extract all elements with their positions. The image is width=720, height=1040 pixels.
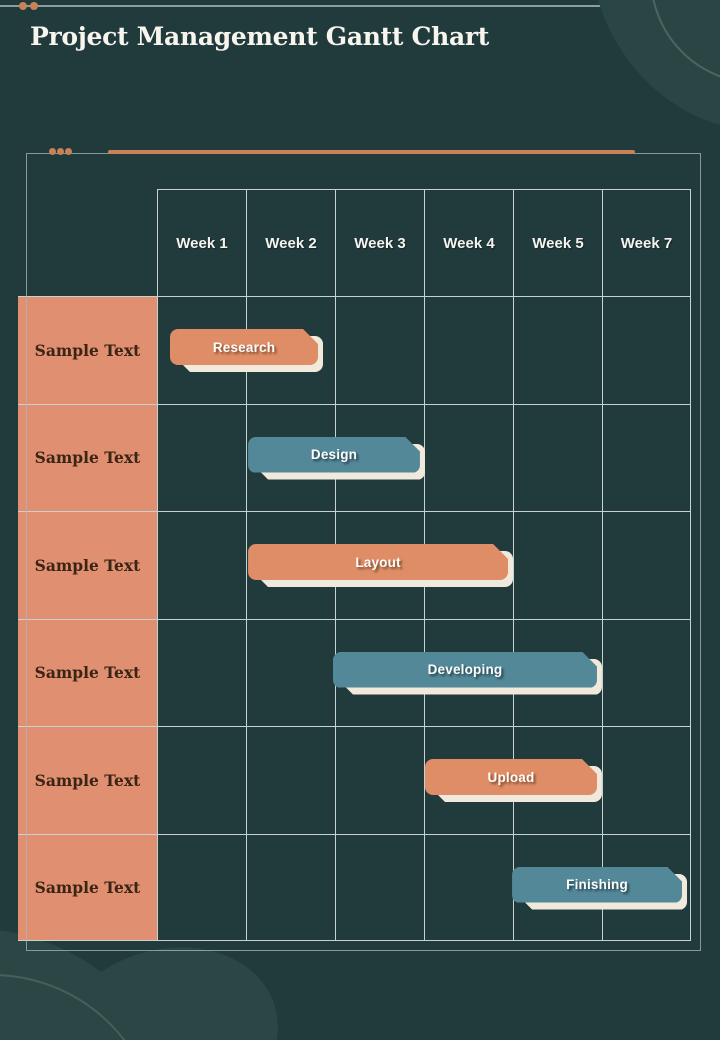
gantt-grid-cell — [335, 833, 424, 941]
row-label-cell: Sample Text — [18, 726, 157, 834]
gantt-grid-cell — [335, 726, 424, 834]
gantt-grid-cell — [157, 618, 246, 726]
page-title: Project Management Gantt Chart — [30, 22, 490, 51]
week-header-cell: Week 1 — [157, 189, 246, 296]
bar-face: Design — [248, 437, 420, 473]
gantt-grid-cell — [424, 296, 513, 404]
gantt-grid-cell — [157, 726, 246, 834]
bar-label: Finishing — [566, 877, 628, 892]
row-label-cell: Sample Text — [18, 618, 157, 726]
gantt-grid-cell — [424, 726, 513, 834]
gantt-bar-design: Design — [248, 437, 420, 473]
bar-face: Layout — [248, 544, 508, 580]
top-dot-icon — [30, 2, 38, 10]
row-label-cell: Sample Text — [18, 511, 157, 619]
top-dot-icon — [19, 2, 27, 10]
bar-label: Developing — [427, 662, 503, 677]
bar-label: Upload — [487, 769, 535, 785]
week-header-cell: Week 5 — [513, 189, 602, 296]
gantt-grid-cell — [513, 296, 602, 404]
gantt-grid-cell — [424, 833, 513, 941]
gantt-bar-upload: Upload — [425, 759, 597, 795]
gantt-grid-cell — [335, 296, 424, 404]
gantt-grid-cell — [602, 403, 691, 511]
gantt-grid-cell — [246, 618, 335, 726]
row-label-cell: Sample Text — [18, 296, 157, 404]
week-header-cell: Week 7 — [602, 189, 691, 296]
bar-face: Research — [170, 329, 318, 365]
gantt-grid-cell — [602, 726, 691, 834]
gantt-bar-layout: Layout — [248, 544, 508, 580]
gantt-grid-cell — [157, 296, 246, 404]
bar-label: Layout — [355, 554, 401, 570]
gantt-bar-research: Research — [170, 329, 318, 365]
top-divider-line — [0, 5, 720, 7]
accent-dot-icon — [65, 148, 72, 155]
week-header-cell: Week 4 — [424, 189, 513, 296]
accent-dot-icon — [57, 148, 64, 155]
week-header-cell: Week 3 — [335, 189, 424, 296]
gantt-grid-cell — [246, 726, 335, 834]
gantt-bar-developing: Developing — [333, 652, 597, 688]
bar-face: Upload — [425, 759, 597, 795]
bar-label: Research — [212, 339, 276, 355]
gantt-grid-cell — [602, 618, 691, 726]
gantt-grid-cell — [602, 296, 691, 404]
week-header-cell: Week 2 — [246, 189, 335, 296]
gantt-grid-cell — [246, 403, 335, 511]
gantt-grid-cell — [602, 511, 691, 619]
bar-face: Developing — [333, 652, 597, 688]
gantt-grid-cell — [513, 511, 602, 619]
gantt-grid-cell — [513, 403, 602, 511]
gantt-bar-finishing: Finishing — [512, 867, 682, 903]
accent-dot-icon — [49, 148, 56, 155]
bar-label: Design — [310, 447, 358, 462]
accent-line-decor — [108, 150, 635, 154]
bar-face: Finishing — [512, 867, 682, 903]
gantt-panel-frame — [26, 153, 701, 951]
gantt-grid-cell — [157, 403, 246, 511]
gantt-grid-cell — [246, 511, 335, 619]
row-label-cell: Sample Text — [18, 403, 157, 511]
gantt-grid-cell — [157, 511, 246, 619]
